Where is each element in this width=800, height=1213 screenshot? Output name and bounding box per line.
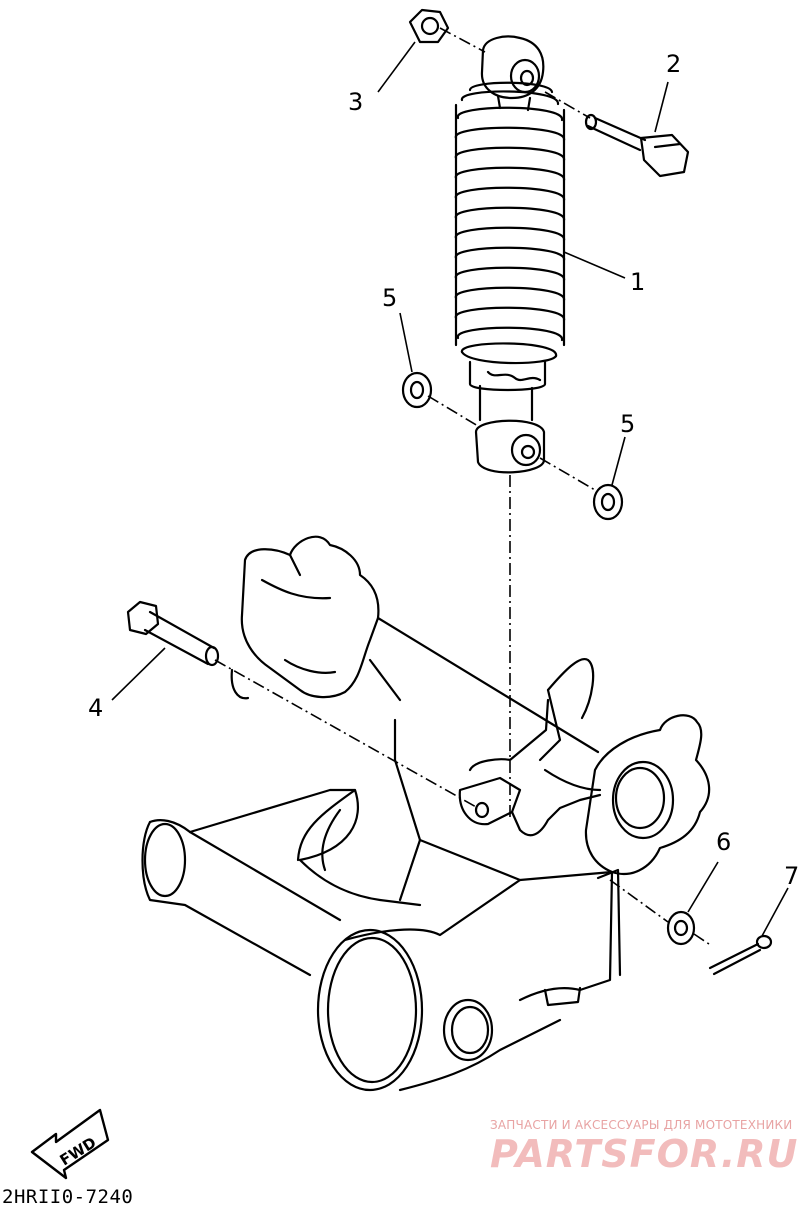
bolt-part-4 [126,600,220,667]
callout-5-lower: 5 [620,410,635,438]
callout-7: 7 [784,862,799,890]
callout-6: 6 [716,828,731,856]
shock-absorber [454,35,566,474]
callout-4: 4 [88,694,103,722]
watermark-logo: PARTSFOR.RU [490,1132,799,1176]
callout-1: 1 [630,268,645,296]
fwd-arrow-icon: FWD [30,1108,110,1180]
callout-3: 3 [348,88,363,116]
callout-5-upper: 5 [382,284,397,312]
nut-part-3 [408,8,450,44]
washer-part-5-upper [401,371,433,409]
callout-2: 2 [666,50,681,78]
watermark-tagline: ЗАПЧАСТИ И АКСЕССУАРЫ ДЛЯ МОТОТЕХНИКИ [490,1118,793,1132]
swing-arm [141,535,711,1092]
bolt-part-2 [584,113,690,178]
cotter-pin-part-7 [708,934,773,976]
diagram-code: 2HRII0-7240 [2,1186,134,1208]
washer-part-5-lower [592,483,624,521]
washer-part-6 [666,910,696,946]
